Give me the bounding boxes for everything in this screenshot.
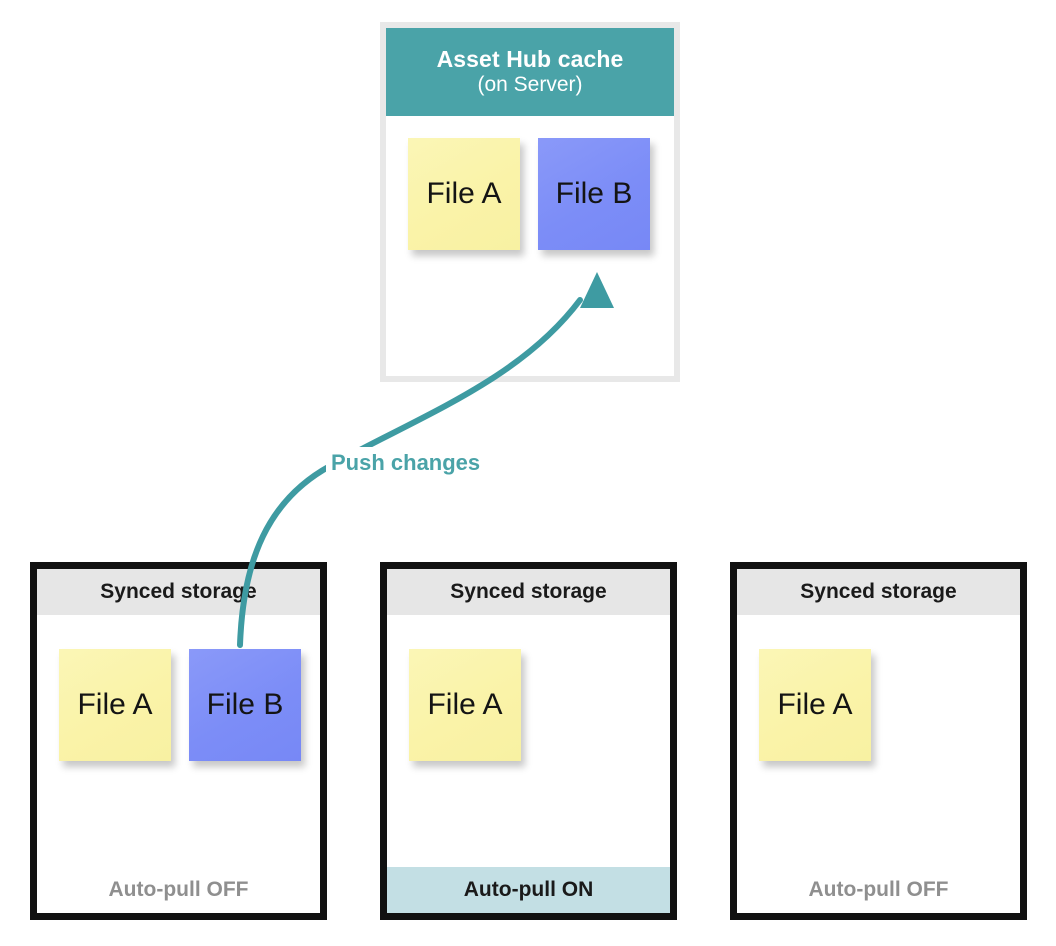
synced-storage-1-header: Synced storage xyxy=(37,569,320,615)
storage-1-autopull-status: Auto-pull OFF xyxy=(37,867,320,913)
storage-3-autopull-status: Auto-pull OFF xyxy=(737,867,1020,913)
synced-storage-box-1: Synced storage File A File B Auto-pull O… xyxy=(30,562,327,920)
storage-2-note-file-a[interactable]: File A xyxy=(409,649,521,761)
asset-hub-cache-title: Asset Hub cache xyxy=(436,46,624,73)
push-changes-label: Push changes xyxy=(326,447,488,480)
asset-hub-cache-subtitle: (on Server) xyxy=(477,73,583,97)
synced-storage-3-body: File A xyxy=(737,615,1020,867)
asset-hub-cache-panel: Asset Hub cache (on Server) File A File … xyxy=(380,22,680,382)
storage-1-note-file-a-label: File A xyxy=(77,688,153,721)
storage-1-note-file-a[interactable]: File A xyxy=(59,649,171,761)
synced-storage-2-header: Synced storage xyxy=(387,569,670,615)
hub-note-file-b[interactable]: File B xyxy=(538,138,650,250)
hub-note-file-a[interactable]: File A xyxy=(408,138,520,250)
storage-2-autopull-status: Auto-pull ON xyxy=(387,867,670,913)
synced-storage-1-body: File A File B xyxy=(37,615,320,867)
synced-storage-box-3: Synced storage File A Auto-pull OFF xyxy=(730,562,1027,920)
storage-1-note-file-b-label: File B xyxy=(206,688,284,721)
hub-note-file-b-label: File B xyxy=(555,177,633,210)
storage-3-note-file-a[interactable]: File A xyxy=(759,649,871,761)
synced-storage-box-2: Synced storage File A Auto-pull ON xyxy=(380,562,677,920)
hub-note-file-a-label: File A xyxy=(426,177,502,210)
storage-3-note-file-a-label: File A xyxy=(777,688,853,721)
asset-hub-cache-body: File A File B xyxy=(386,116,674,376)
storage-1-note-file-b[interactable]: File B xyxy=(189,649,301,761)
synced-storage-3-header: Synced storage xyxy=(737,569,1020,615)
synced-storage-2-body: File A xyxy=(387,615,670,867)
asset-hub-cache-header: Asset Hub cache (on Server) xyxy=(386,28,674,116)
storage-2-note-file-a-label: File A xyxy=(427,688,503,721)
